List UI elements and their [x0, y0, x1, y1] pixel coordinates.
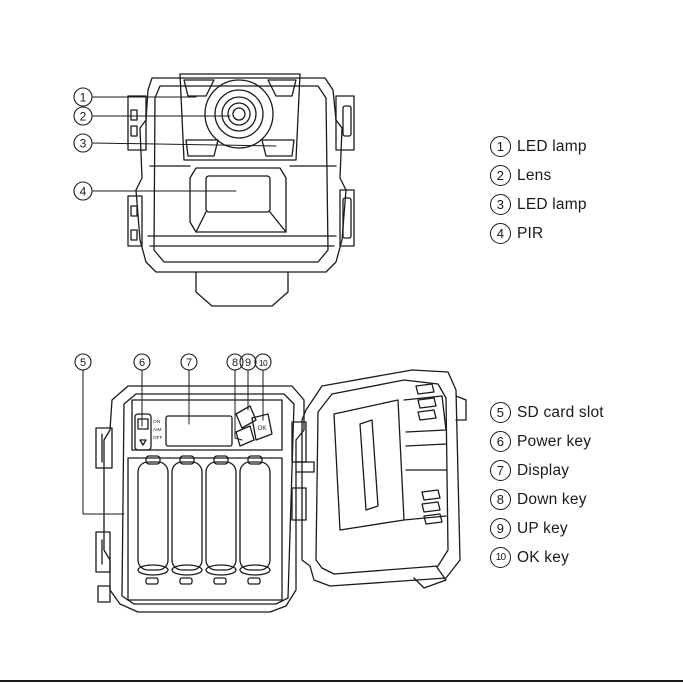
callout-6: 6: [139, 357, 145, 369]
switch-off-label: OFF: [153, 435, 163, 441]
battery-1: [138, 462, 168, 570]
legend-item: 9 UP key: [490, 514, 604, 543]
legend-number: 1: [490, 136, 511, 157]
legend-item: 4 PIR: [490, 219, 587, 248]
legend-item: 3 LED lamp: [490, 190, 587, 219]
open-legend: 5 SD card slot 6 Power key 7 Display 8 Down …: [490, 398, 604, 572]
switch-labels: ON AIM OFF: [153, 419, 163, 441]
battery-2: [172, 462, 202, 570]
legend-number: 3: [490, 194, 511, 215]
legend-item: 7 Display: [490, 456, 604, 485]
legend-label: PIR: [517, 225, 543, 243]
bottom-rule: [0, 680, 683, 682]
legend-label: Lens: [517, 167, 551, 185]
battery-3: [206, 462, 236, 570]
legend-number: 10: [490, 547, 511, 568]
legend-number: 2: [490, 165, 511, 186]
legend-label: UP key: [517, 520, 568, 538]
legend-label: Down key: [517, 491, 587, 509]
legend-label: OK key: [517, 549, 569, 567]
legend-number: 9: [490, 518, 511, 539]
callout-5: 5: [80, 357, 86, 369]
legend-label: Display: [517, 462, 569, 480]
legend-label: SD card slot: [517, 404, 604, 422]
switch-on-label: ON: [153, 419, 161, 425]
legend-item: 8 Down key: [490, 485, 604, 514]
callout-1: 1: [80, 91, 87, 105]
legend-item: 10 OK key: [490, 543, 604, 572]
display-window: [166, 416, 232, 446]
legend-label: LED lamp: [517, 196, 587, 214]
ok-key-text: OK: [258, 426, 267, 432]
legend-number: 7: [490, 460, 511, 481]
callout-10: 10: [259, 358, 268, 368]
switch-aim-label: AIM: [153, 427, 162, 433]
callout-7: 7: [186, 357, 192, 369]
open-camera-drawing: [96, 370, 466, 612]
legend-item: 6 Power key: [490, 427, 604, 456]
legend-label: Power key: [517, 433, 591, 451]
legend-label: LED lamp: [517, 138, 587, 156]
callout-2: 2: [80, 110, 87, 124]
legend-number: 6: [490, 431, 511, 452]
legend-item: 2 Lens: [490, 161, 587, 190]
front-camera-drawing: [128, 74, 354, 306]
legend-item: 1 LED lamp: [490, 132, 587, 161]
front-callout-lines: [93, 97, 276, 191]
legend-number: 4: [490, 223, 511, 244]
down-button: [236, 426, 254, 446]
legend-item: 5 SD card slot: [490, 398, 604, 427]
callout-8: 8: [232, 357, 238, 369]
pir-window: [190, 168, 286, 232]
open-callout-markers: [75, 354, 271, 370]
legend-number: 5: [490, 402, 511, 423]
callout-3: 3: [80, 137, 87, 151]
callout-4: 4: [80, 185, 87, 199]
callout-9: 9: [245, 357, 251, 369]
legend-number: 8: [490, 489, 511, 510]
battery-4: [240, 462, 270, 570]
